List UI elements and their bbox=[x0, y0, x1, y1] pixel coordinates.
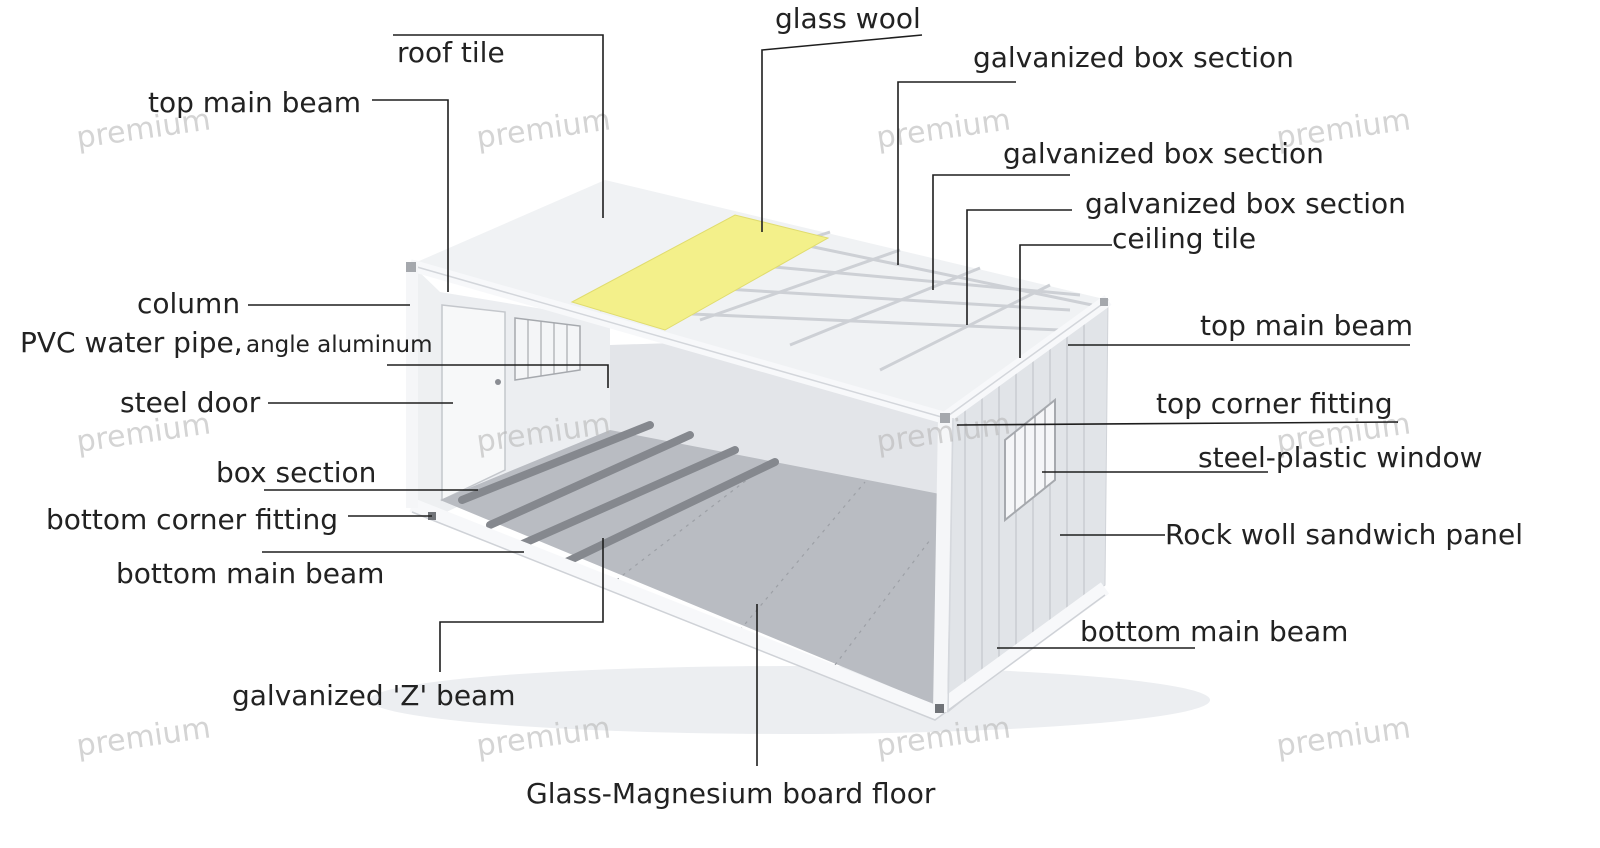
floor-seams bbox=[609, 461, 931, 666]
leader-top-main-beam-left bbox=[372, 99, 449, 292]
watermark: premium bbox=[74, 710, 213, 763]
front-column bbox=[933, 417, 952, 713]
label-galvanized-box-section-2: galvanized box section bbox=[1003, 137, 1324, 170]
right-panel-ribs bbox=[964, 319, 1085, 698]
label-column: column bbox=[137, 287, 240, 320]
watermark: premium bbox=[874, 102, 1013, 155]
label-glass-wool: glass wool bbox=[775, 2, 921, 35]
label-top-main-beam-right: top main beam bbox=[1200, 309, 1413, 342]
z-beams bbox=[458, 421, 779, 569]
label-angle-aluminum: angle aluminum bbox=[246, 332, 433, 358]
labels: glass wool roof tile top main beam galva… bbox=[20, 2, 1523, 810]
floor bbox=[440, 430, 945, 705]
door-handle bbox=[495, 379, 501, 385]
watermark: premium bbox=[474, 102, 613, 155]
label-bottom-corner-fitting: bottom corner fitting bbox=[46, 503, 338, 536]
right-window-bars bbox=[1014, 408, 1046, 512]
corner-fitting-top-right bbox=[1100, 298, 1108, 306]
container-illustration bbox=[370, 180, 1210, 734]
left-window bbox=[514, 317, 581, 381]
label-steel-door: steel door bbox=[120, 386, 261, 419]
label-rock-wool-panel: Rock woll sandwich panel bbox=[1165, 518, 1523, 551]
front-column-edge bbox=[947, 417, 954, 713]
label-galvanized-box-section-1: galvanized box section bbox=[973, 41, 1294, 74]
label-bottom-main-beam-right: bottom main beam bbox=[1080, 615, 1348, 648]
leader-roof-tile bbox=[393, 34, 604, 218]
label-bottom-main-beam-left: bottom main beam bbox=[116, 557, 384, 590]
corner-fitting-top-left bbox=[406, 262, 416, 272]
leader-pvc-pipe bbox=[387, 364, 609, 388]
left-end-wall bbox=[412, 265, 440, 515]
leader-ceiling-tile bbox=[1019, 244, 1112, 358]
glass-wool-panel bbox=[570, 214, 830, 331]
label-box-section: box section bbox=[216, 456, 376, 489]
corner-fitting-top-front bbox=[940, 413, 950, 423]
bottom-frame-edge bbox=[411, 511, 1106, 721]
label-top-main-beam-left: top main beam bbox=[148, 86, 361, 119]
leader-galv-box-2 bbox=[932, 174, 1070, 290]
label-roof-tile: roof tile bbox=[397, 36, 505, 69]
label-top-corner-fitting: top corner fitting bbox=[1156, 387, 1393, 420]
right-window bbox=[1004, 397, 1056, 523]
ground-shadow bbox=[370, 666, 1210, 734]
leader-galv-box-1 bbox=[897, 81, 1016, 265]
leader-top-corner-fitting bbox=[956, 421, 1399, 426]
steel-door bbox=[441, 304, 506, 502]
label-steel-plastic-window: steel-plastic window bbox=[1198, 441, 1482, 474]
label-galvanized-z-beam: galvanized 'Z' beam bbox=[232, 679, 515, 712]
leader-lines bbox=[248, 34, 1410, 766]
watermark: premium bbox=[1274, 710, 1413, 763]
label-galvanized-box-section-3: galvanized box section bbox=[1085, 187, 1406, 220]
label-pvc-water-pipe: PVC water pipe, bbox=[20, 326, 243, 359]
leader-z-beam bbox=[439, 538, 604, 672]
corner-fitting-bottom-front bbox=[935, 704, 944, 713]
leader-glass-wool bbox=[761, 34, 923, 232]
label-glass-magnesium-floor: Glass-Magnesium board floor bbox=[526, 777, 936, 810]
leader-galv-box-3 bbox=[966, 209, 1072, 325]
label-ceiling-tile: ceiling tile bbox=[1112, 222, 1256, 255]
